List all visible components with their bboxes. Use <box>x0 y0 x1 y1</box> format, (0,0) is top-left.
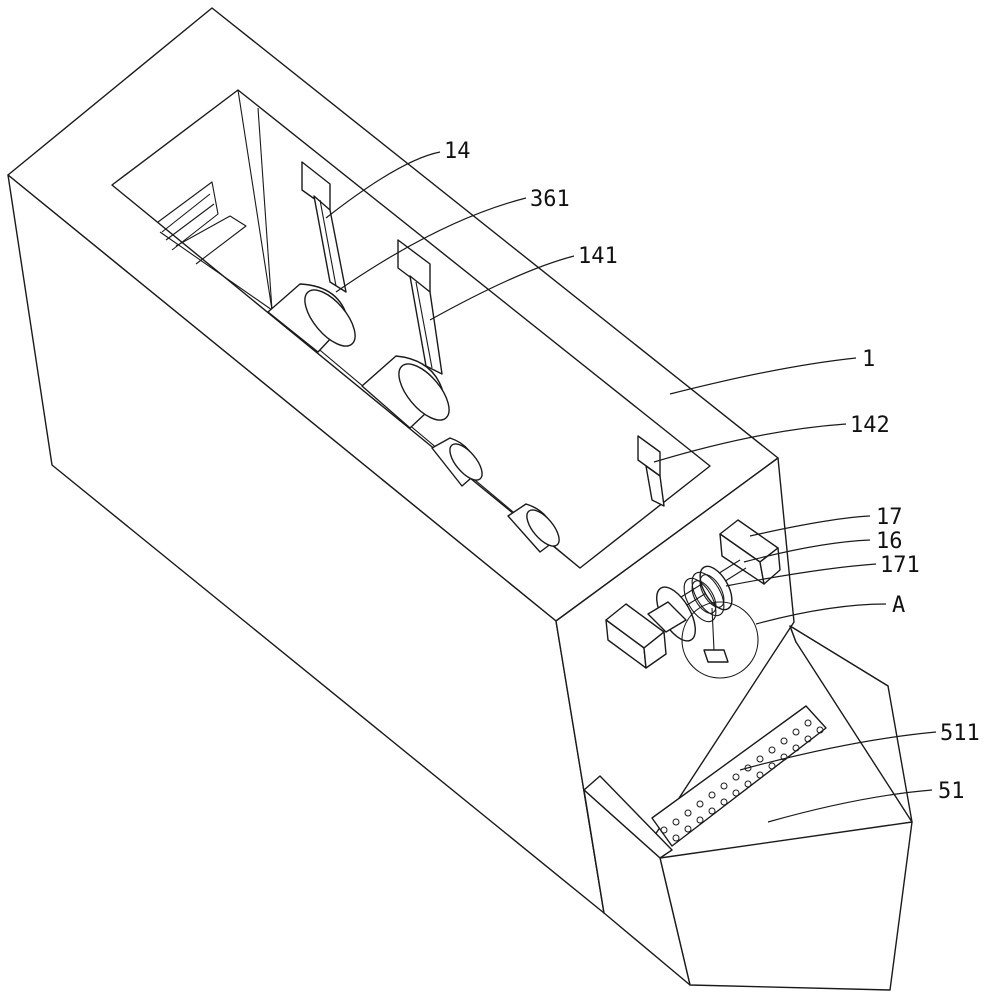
label-51: 51 <box>938 779 965 804</box>
slider-141 <box>397 239 443 375</box>
leader-14 <box>325 151 441 219</box>
opening-rim <box>111 89 711 569</box>
label-361: 361 <box>530 187 570 212</box>
left-rail <box>157 181 247 265</box>
leader-141 <box>429 255 575 321</box>
leader-17 <box>749 515 871 537</box>
bracket-left <box>605 601 687 669</box>
top-opening <box>111 89 711 569</box>
label-511: 511 <box>940 721 980 746</box>
screen-holes <box>660 719 824 842</box>
roller-lower <box>361 355 450 429</box>
detail-circle-A <box>681 601 759 679</box>
bracket-17 <box>719 519 781 585</box>
label-142: 142 <box>850 413 890 438</box>
leader-A <box>755 603 887 625</box>
reference-labels: 14 361 141 1 142 17 16 171 A 511 51 <box>444 139 980 804</box>
label-171: 171 <box>880 553 920 578</box>
label-17: 17 <box>876 505 903 530</box>
small-roller-1 <box>431 437 483 487</box>
inner-wall-edge <box>237 89 273 311</box>
label-141: 141 <box>578 244 618 269</box>
tray-side-face <box>583 789 691 986</box>
label-A: A <box>892 593 905 618</box>
coil-171 <box>683 565 733 623</box>
label-16: 16 <box>876 529 903 554</box>
leader-lines <box>325 151 937 823</box>
hanging-weight <box>703 649 729 663</box>
leader-1 <box>669 357 857 395</box>
leader-511 <box>739 731 937 771</box>
tray-front-face <box>659 821 913 991</box>
leader-171 <box>725 563 877 587</box>
slider-142 <box>637 435 665 507</box>
leader-361 <box>335 197 527 293</box>
hanging-wire <box>711 607 715 651</box>
small-roller-2 <box>507 503 560 553</box>
slider-14 <box>301 161 347 293</box>
label-1: 1 <box>862 347 875 372</box>
leader-142 <box>653 423 847 463</box>
label-14: 14 <box>444 139 471 164</box>
leader-16 <box>743 539 871 563</box>
inner-wall-edge <box>257 107 273 311</box>
leader-51 <box>767 789 933 823</box>
roller-361 <box>267 283 356 353</box>
collection-tray <box>583 625 913 991</box>
side-mechanism <box>605 519 781 679</box>
